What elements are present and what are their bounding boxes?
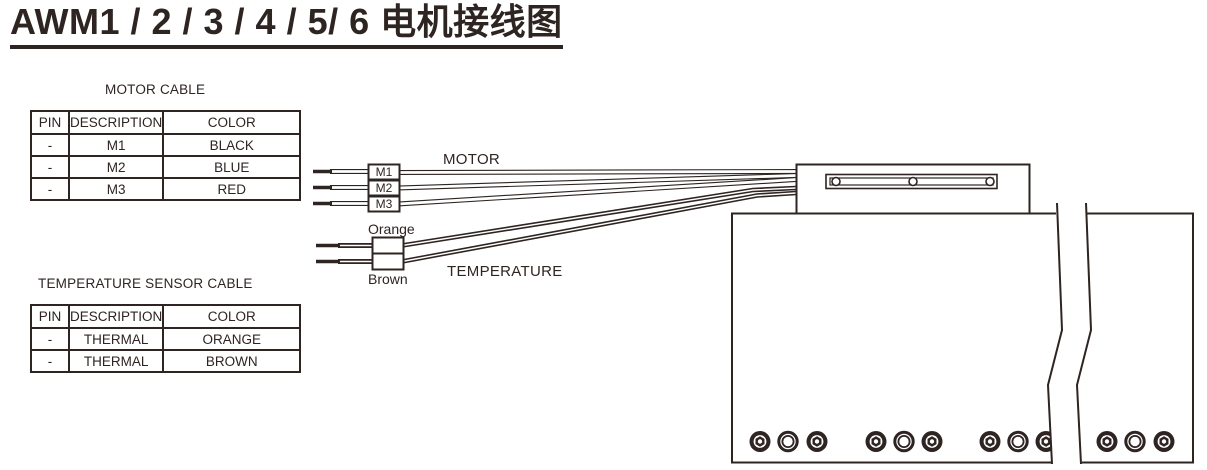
motor-wire-m2 <box>313 173 797 191</box>
table-cell: - <box>30 155 70 179</box>
wire-tag-m3: M3 <box>367 195 401 213</box>
table-cell: THERMAL <box>67 327 165 351</box>
temp-wire-orange <box>316 185 797 248</box>
connector-screw-icon <box>831 176 841 187</box>
motor-table-caption: MOTOR CABLE <box>105 82 206 97</box>
terminal-hex-icon <box>921 431 943 452</box>
table-row: - THERMAL ORANGE <box>30 327 302 351</box>
orange-wire-label: Orange <box>368 221 415 237</box>
motor-connector <box>795 163 1031 215</box>
col-header-color: COLOR <box>162 110 302 135</box>
connector-screw-icon <box>985 176 995 187</box>
table-header-row: PIN DESCRIPTION COLOR <box>30 110 302 135</box>
table-cell: - <box>30 327 70 351</box>
table-header-row: PIN DESCRIPTION COLOR <box>30 304 302 329</box>
table-row: - M2 BLUE <box>30 155 302 179</box>
col-header-desc: DESCRIPTION <box>67 304 165 329</box>
wire-tag-m3-label: M3 <box>376 197 393 211</box>
terminal-groups <box>749 430 1175 453</box>
col-header-color: COLOR <box>162 304 302 329</box>
terminal-hex-icon <box>749 431 771 452</box>
terminal-hex-icon <box>865 431 887 452</box>
connector-screw-icon <box>908 176 918 187</box>
wire-tag-m1: M1 <box>367 163 401 181</box>
terminal-ring-icon <box>1124 430 1146 453</box>
table-row: - THERMAL BROWN <box>30 349 302 373</box>
wire-tag-orange <box>371 236 405 255</box>
wire-tag-m1-label: M1 <box>376 165 393 179</box>
table-cell: M3 <box>67 177 165 201</box>
wire-tag-m2-label: M2 <box>376 181 393 195</box>
temp-table-caption: TEMPERATURE SENSOR CABLE <box>38 276 253 291</box>
table-cell: BLUE <box>162 155 302 179</box>
terminal-ring-icon <box>1007 430 1029 453</box>
table-cell: M1 <box>67 133 165 157</box>
motor-wire-m1 <box>313 169 797 175</box>
page-title: AWM1 / 2 / 3 / 4 / 5/ 6 电机接线图 <box>10 2 563 49</box>
table-row: - M3 RED <box>30 177 302 201</box>
break-marks <box>1046 202 1093 465</box>
terminal-hex-icon <box>1153 431 1175 452</box>
controller-body <box>731 212 1194 464</box>
col-header-desc: DESCRIPTION <box>67 110 165 135</box>
table-cell: THERMAL <box>67 349 165 373</box>
temperature-group-label: TEMPERATURE <box>447 263 563 280</box>
terminal-ring-icon <box>893 430 915 453</box>
brown-wire-label: Brown <box>368 271 408 287</box>
motor-cable-table: PIN DESCRIPTION COLOR - M1 BLACK - M2 BL… <box>30 110 302 201</box>
wire-tag-brown <box>371 252 405 271</box>
terminal-hex-icon <box>1096 431 1118 452</box>
terminal-hex-icon <box>806 431 828 452</box>
table-cell: - <box>30 349 70 373</box>
table-cell: M2 <box>67 155 165 179</box>
motor-wire-m3 <box>313 177 797 207</box>
temperature-sensor-table: PIN DESCRIPTION COLOR - THERMAL ORANGE -… <box>30 304 302 373</box>
table-cell: BLACK <box>162 133 302 157</box>
table-cell: - <box>30 133 70 157</box>
temp-wire-brown <box>316 190 797 264</box>
col-header-pin: PIN <box>30 110 70 135</box>
terminal-ring-icon <box>777 430 799 453</box>
terminal-hex-icon <box>979 431 1001 452</box>
table-cell: ORANGE <box>162 327 302 351</box>
motor-group-label: MOTOR <box>443 151 500 168</box>
table-cell: - <box>30 177 70 201</box>
table-cell: BROWN <box>162 349 302 373</box>
col-header-pin: PIN <box>30 304 70 329</box>
table-row: - M1 BLACK <box>30 133 302 157</box>
wire-tag-m2: M2 <box>367 179 401 197</box>
table-cell: RED <box>162 177 302 201</box>
